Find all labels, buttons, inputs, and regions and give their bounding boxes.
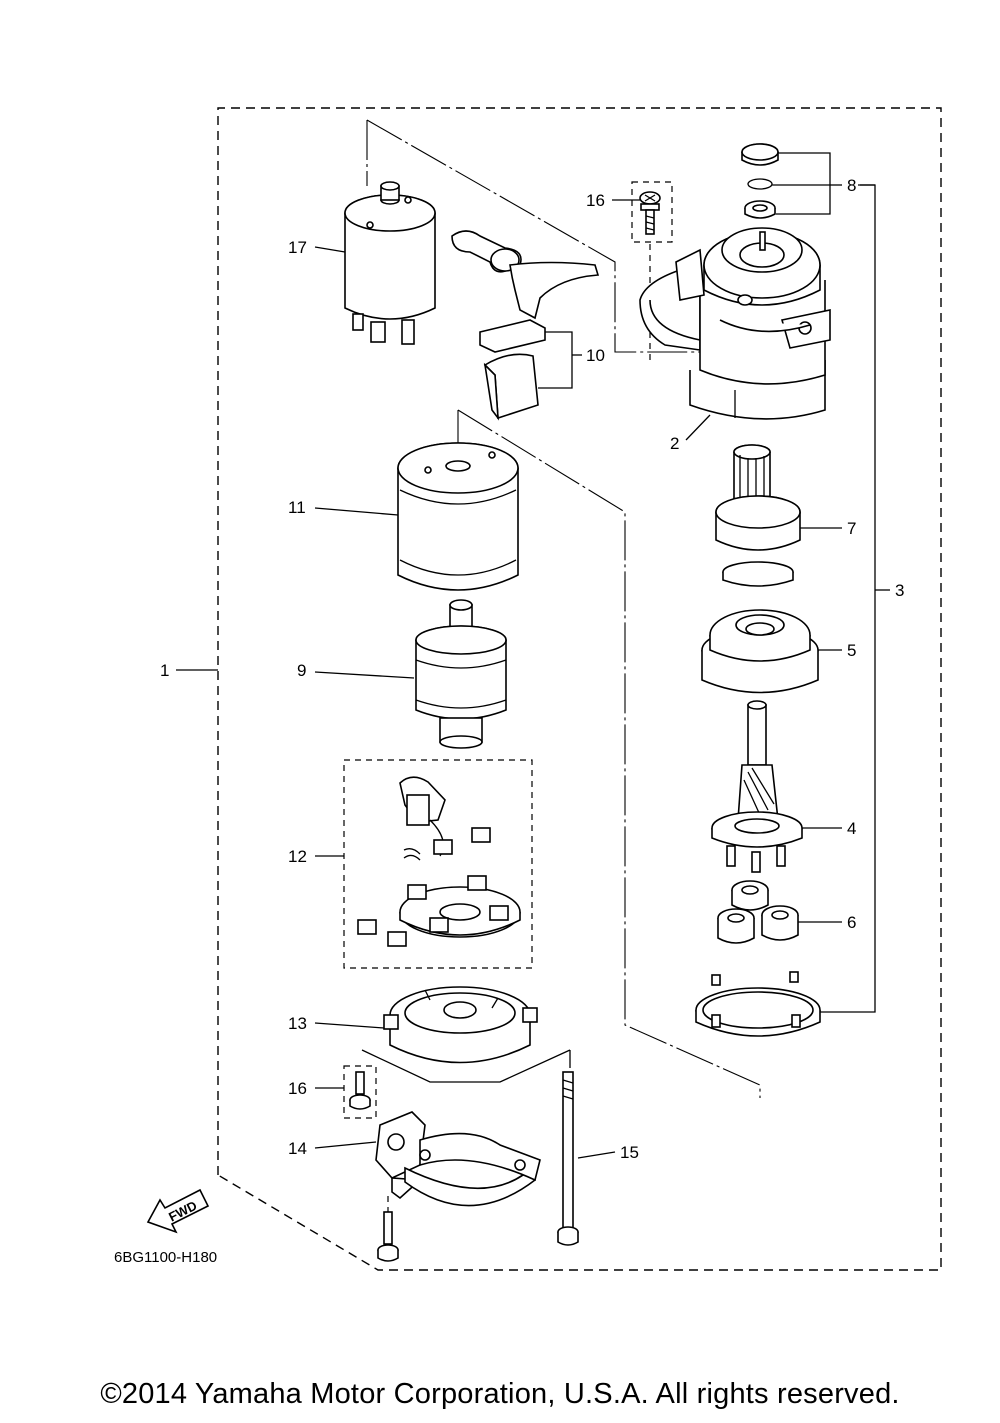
callout-11: 11 [288, 498, 306, 517]
callout-16-top: 16 [586, 191, 605, 210]
callout-4: 4 [847, 819, 856, 838]
callout-8: 8 [847, 176, 856, 195]
diagram-part-code: 6BG1100-H180 [114, 1249, 217, 1266]
part-16-screw-lower [349, 1071, 371, 1110]
callout-6: 6 [847, 913, 856, 932]
part-12-brush-holder [357, 776, 521, 947]
callout-14: 14 [288, 1139, 307, 1158]
part-14-bracket [375, 1111, 541, 1207]
callout-2: 2 [670, 434, 679, 453]
part-16-bolt-top [639, 191, 661, 235]
part-6-planet-gears [717, 880, 799, 944]
callout-5: 5 [847, 641, 856, 660]
part-12-group-box [343, 759, 533, 969]
part-15-through-bolt [557, 1071, 579, 1246]
copyright-notice: ©2014 Yamaha Motor Corporation, U.S.A. A… [100, 1378, 900, 1410]
bracket-bolt [377, 1211, 399, 1262]
part-2-front-housing [639, 227, 831, 420]
part-4-shaft [711, 700, 803, 873]
part-13-rear-cover [383, 986, 538, 1064]
callout-12: 12 [288, 847, 307, 866]
part-5-gear-housing [701, 609, 819, 694]
part-17-solenoid [344, 181, 436, 345]
fwd-arrow-icon: FWD [146, 1188, 210, 1234]
part-9-armature [415, 599, 507, 749]
part-3-ring [695, 971, 821, 1037]
part-10-lever-set [451, 230, 600, 421]
part-11-yoke [397, 442, 519, 591]
callout-17: 17 [288, 238, 307, 257]
callout-15: 15 [620, 1143, 639, 1162]
callout-1: 1 [160, 661, 169, 680]
callout-16-lower: 16 [288, 1079, 307, 1098]
part-8-cap-and-seal [741, 143, 779, 219]
group-bracket-3 [820, 184, 876, 1013]
callout-13: 13 [288, 1014, 307, 1033]
callout-9: 9 [297, 661, 306, 680]
callout-10: 10 [586, 346, 605, 365]
callout-3: 3 [895, 581, 904, 600]
assembly-boundary [217, 107, 942, 1271]
part-7-pinion [715, 444, 801, 587]
callout-7: 7 [847, 519, 856, 538]
fwd-label: FWD [166, 1198, 199, 1225]
